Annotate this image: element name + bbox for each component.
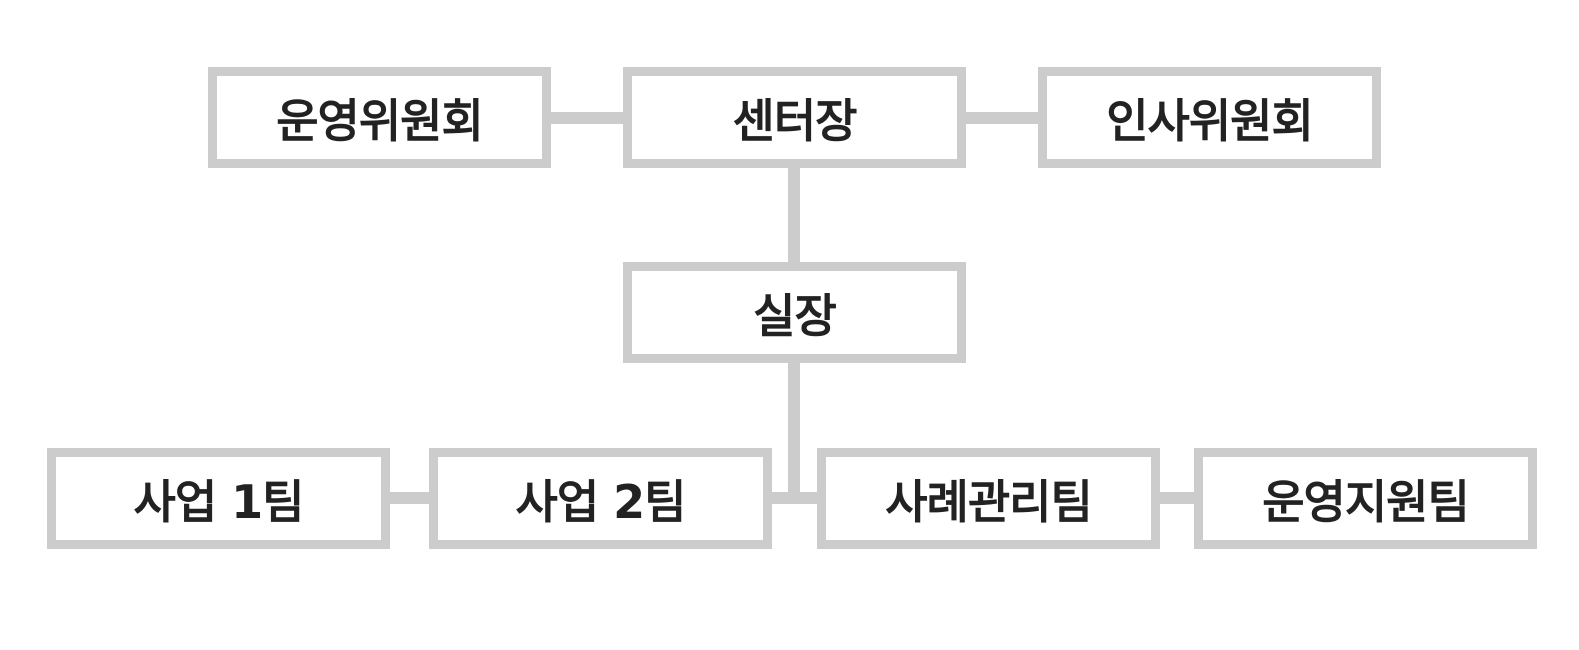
- node-case-management-team: 사례관리팀: [817, 448, 1160, 549]
- connector-team1-team2: [388, 492, 432, 504]
- node-label: 사업 1팀: [133, 474, 305, 529]
- node-office-head: 실장: [623, 262, 966, 363]
- connector-case-management-operations-support: [1157, 492, 1197, 504]
- node-operating-committee: 운영위원회: [208, 67, 551, 168]
- connector-center-director-hr-committee: [963, 112, 1041, 124]
- node-business-team-2: 사업 2팀: [429, 448, 772, 549]
- node-operations-support-team: 운영지원팀: [1194, 448, 1537, 549]
- node-label: 실장: [753, 288, 837, 343]
- node-label: 센터장: [732, 93, 858, 148]
- node-label: 운영지원팀: [1262, 474, 1470, 529]
- connector-office-head-teams: [788, 360, 800, 500]
- connector-center-director-office-head: [788, 165, 800, 265]
- node-label: 사업 2팀: [515, 474, 687, 529]
- connector-team2-case-management: [768, 492, 820, 504]
- node-hr-committee: 인사위원회: [1038, 67, 1381, 168]
- connector-operating-committee-center-director: [548, 112, 626, 124]
- node-label: 사례관리팀: [885, 474, 1093, 529]
- node-center-director: 센터장: [623, 67, 966, 168]
- node-label: 인사위원회: [1106, 93, 1314, 148]
- node-label: 운영위원회: [276, 93, 484, 148]
- node-business-team-1: 사업 1팀: [47, 448, 390, 549]
